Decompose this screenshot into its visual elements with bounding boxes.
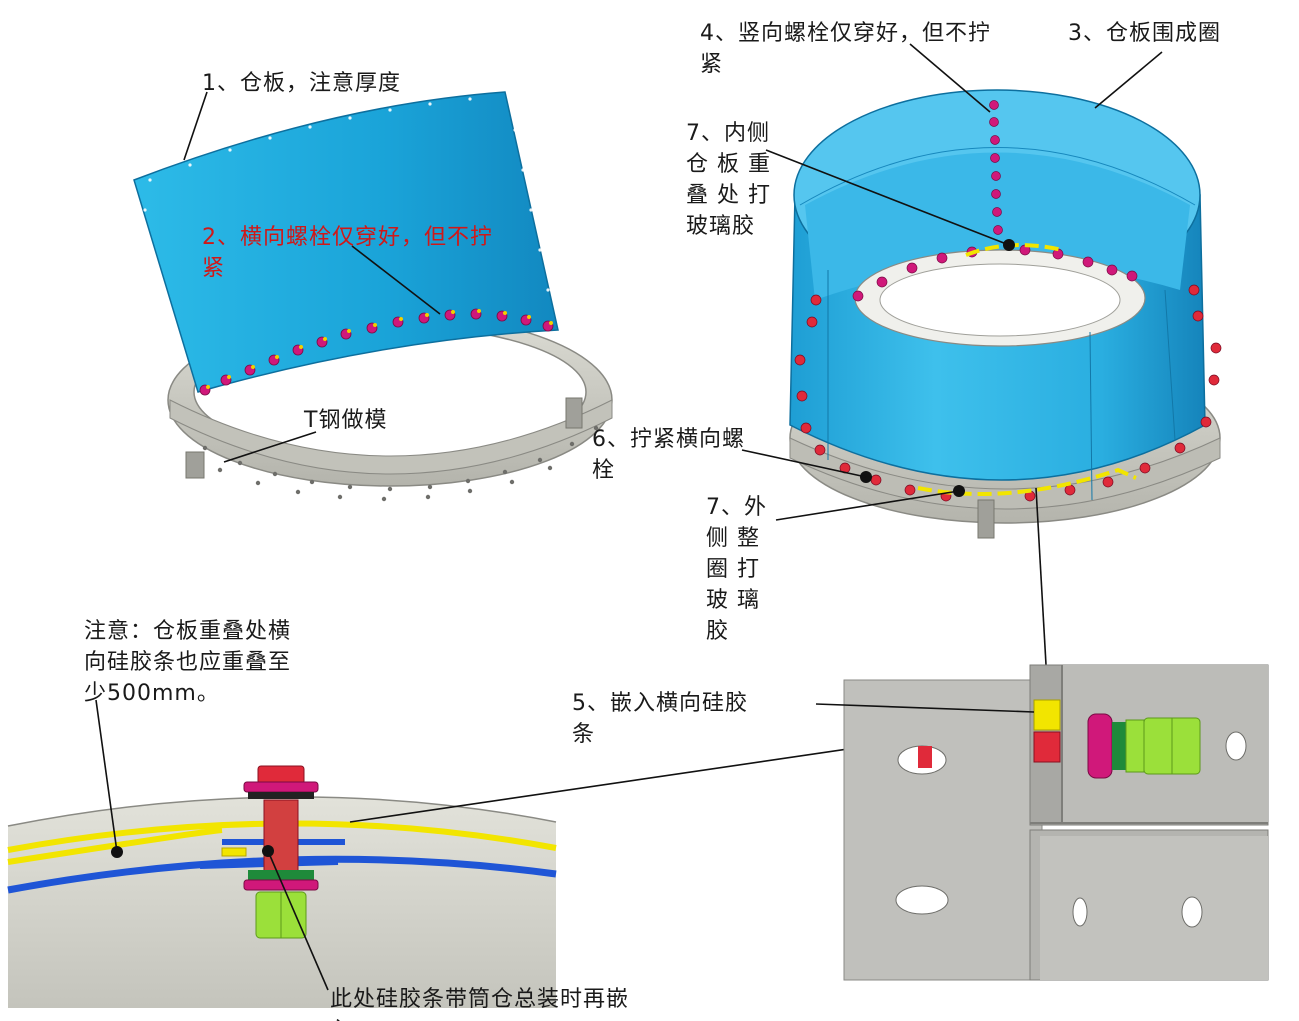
yellow-sealant-gap-piece [221, 847, 247, 857]
ring-label: 3、仓板围成圈 [1068, 21, 1221, 46]
cross-section-figure [7, 699, 1033, 1008]
embed-strip-label: 5、嵌入横向硅胶 条 [572, 691, 748, 747]
tighten-bolt-label: 6、拧紧横向螺 栓 [592, 427, 745, 483]
inner-glue-label: 7、内侧 仓 板 重 叠 处 打 玻璃胶 [686, 121, 771, 239]
panel-thickness-label: 1、仓板，注意厚度 [202, 71, 401, 96]
overlap-note-label: 注意：仓板重叠处横 向硅胶条也应重叠至 少500mm。 [84, 619, 292, 706]
cylinder-figure [741, 43, 1222, 701]
bolt-assembly-section [243, 765, 319, 939]
embed-leader-lines [815, 703, 1035, 713]
embed-detail-figure [815, 664, 1269, 981]
vertical-bolt-label: 4、竖向螺栓仅穿好，但不拧 紧 [700, 21, 991, 77]
cylinder-wall [789, 89, 1206, 501]
yellow-sealant-strip-inner [7, 827, 223, 865]
inner-bolt-ring [852, 244, 1138, 302]
outer-glue-dash [917, 467, 1137, 496]
panel-assembly-figure [133, 91, 613, 502]
embedded-sealant-block [1033, 699, 1061, 731]
panel-leader-lines [183, 91, 441, 463]
horizontal-bolt-label: 2、横向螺栓仅穿好，但不拧 紧 [202, 225, 493, 281]
vertical-bolt-column [989, 100, 1003, 235]
outer-glue-label: 7、外 侧 整 圈 打 玻 璃 胶 [706, 495, 767, 644]
bolt-assembly-detail [1087, 713, 1201, 779]
later-embed-label: 此处硅胶条带筒仓总装时再嵌 入 [330, 987, 630, 1021]
horizontal-bolt-row [199, 308, 554, 396]
t-steel-label: T钢做模 [304, 408, 388, 433]
